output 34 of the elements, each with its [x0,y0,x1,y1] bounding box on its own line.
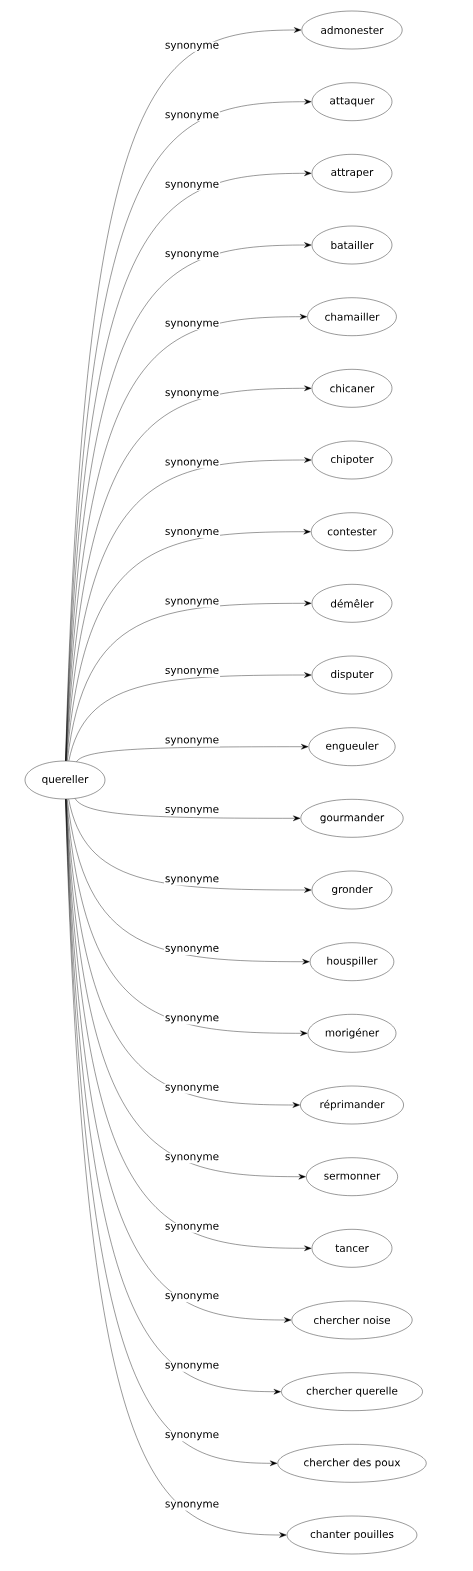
edge-label: synonyme [163,111,221,122]
arrow [67,600,312,762]
edge-label: synonyme [163,875,221,886]
edge-label: synonyme [163,1014,221,1025]
edge-label: synonyme [163,1500,221,1511]
edge-label: synonyme [163,1431,221,1442]
arrow [76,743,309,762]
edge-label: synonyme [163,1153,221,1164]
edge-label: synonyme [163,667,221,677]
edge-label: synonyme [163,944,221,955]
edge-label: synonyme [163,389,221,400]
arrow [68,798,312,893]
arrow [65,799,292,1323]
arrow [65,799,312,1252]
edge-label: synonyme [163,1083,221,1094]
edge-label: synonyme [163,1361,221,1372]
arrow [66,799,308,1037]
arrow [65,385,312,762]
edge-label: synonyme [163,250,221,261]
edge-label: synonyme [163,736,221,747]
arrow [65,313,307,761]
arrow [67,798,310,965]
edge-label: synonyme [163,1292,221,1303]
edge-label: synonyme [163,41,221,52]
arrow [75,798,301,822]
edge-label: synonyme [163,1222,221,1233]
edge-label: synonyme [163,458,221,469]
edge-label: synonyme [163,597,221,608]
edge-label: synonyme [163,805,221,816]
arrow [66,528,311,762]
arrow [68,672,312,762]
edge-label: synonyme [163,528,221,539]
edge-label: synonyme [163,180,221,191]
edge-label: synonyme [163,319,221,330]
